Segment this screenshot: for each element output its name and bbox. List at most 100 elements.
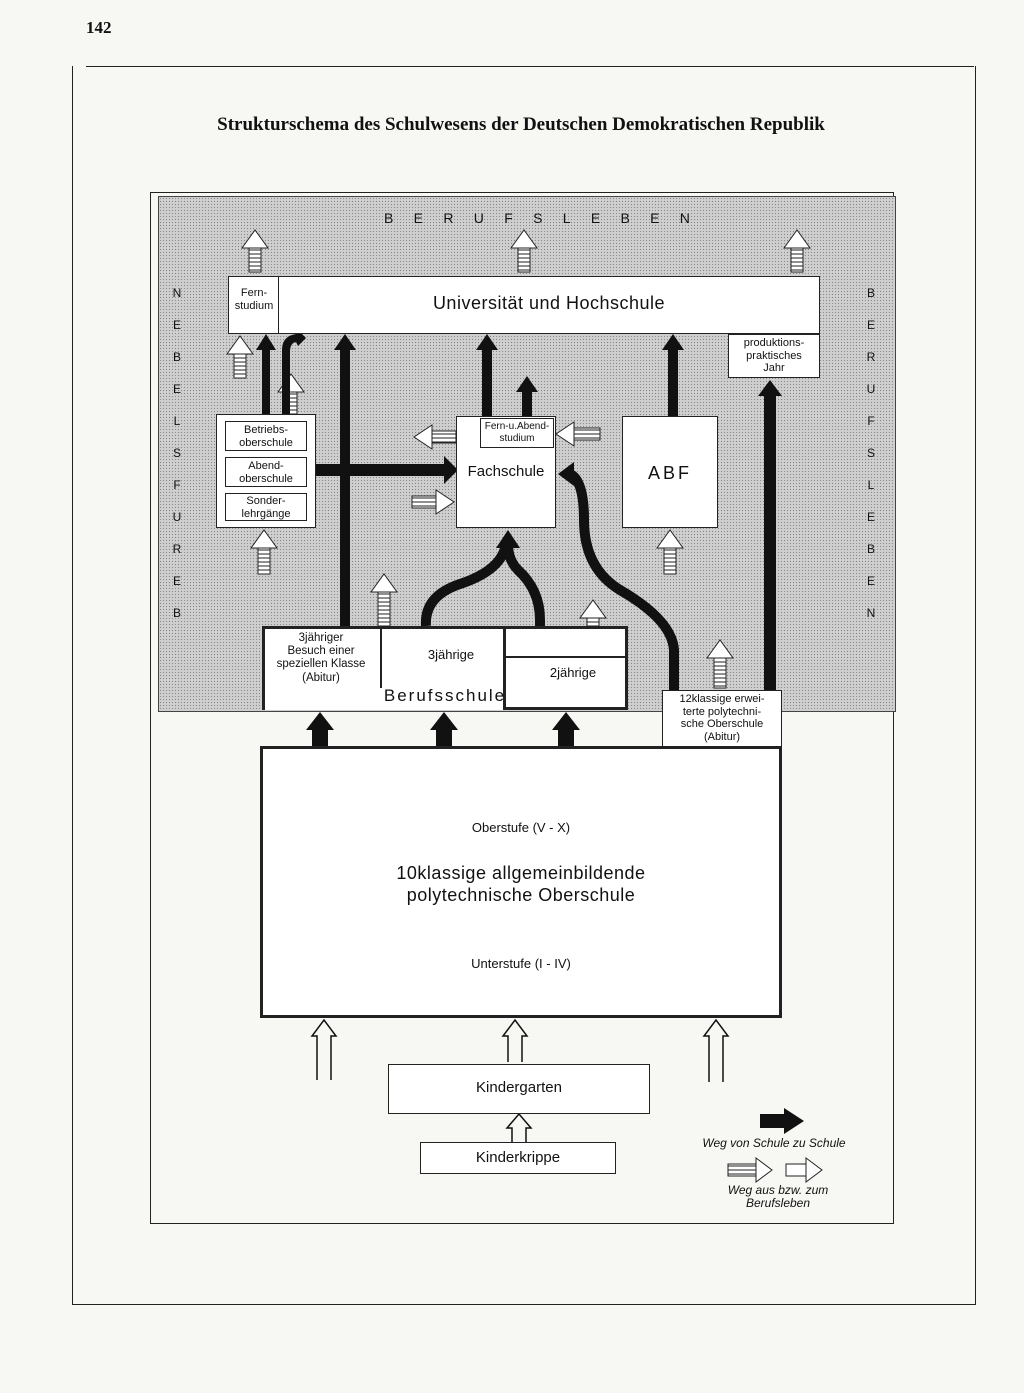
page-frame-top-rule [86,66,974,67]
fernstudium-label: Fern- studium [234,287,274,312]
sonderlehrgaenge-label: Sonder- lehrgänge [241,495,291,520]
hatched-arrow-icon [706,639,734,689]
edge-letter: U [473,210,484,226]
hatched-arrow-icon [277,373,305,415]
kinderkrippe-label: Kinderkrippe [475,1149,561,1166]
edge-letter: U [172,510,182,524]
edge-letter: E [866,318,875,332]
oberschule-title-line2: polytechnische Oberschule [406,885,636,905]
open-arrows [310,1018,730,1142]
fachschule-label: Fachschule [467,463,545,480]
top-edge-letters: B E R U F S L E B E N [384,210,690,226]
edge-letter: B [172,606,181,620]
berufsschule-step-line [504,656,628,658]
hatched-arrow-icon [250,529,278,575]
edge-letter: E [413,210,423,226]
abendoberschule-label: Abend- oberschule [239,460,293,485]
double-arrow-icon [505,1112,533,1142]
edge-letter: F [867,414,875,428]
edge-letter: E [172,382,181,396]
hatched-arrow-icon [413,424,457,450]
abf-box: ABF [622,416,718,528]
solid-arrow-icon [312,730,328,746]
solid-arrow-icon [522,390,532,416]
solid-arrow-icon [306,712,334,730]
legend-hatched-arrow-label: Weg aus bzw. zum Berufsleben [727,1183,829,1211]
solid-arrow-icon [436,730,452,746]
fern-abendstudium-box: Fern-u.Abend- studium [480,418,554,448]
universitaet-label: Universität und Hochschule [432,293,666,313]
produktionsjahr-box: produktions- praktisches Jahr [728,334,820,378]
berufsschule-3jaehrig-box [262,626,506,710]
zweijaehrige-label: 2jährige [549,665,597,680]
solid-arrow-icon [764,394,776,690]
edge-letter: B [172,350,181,364]
edge-letter: S [866,446,875,460]
hatched-arrow-icon [370,573,398,627]
edge-letter: E [590,210,601,226]
curved-solid-arrow-icon [567,469,679,690]
abendoberschule-box: Abend- oberschule [225,457,307,487]
solid-arrow-icon [316,464,446,476]
edge-letter: L [562,210,571,226]
edge-letter: R [172,542,182,556]
hatched-arrow-icon [226,335,254,379]
edge-letter: S [172,446,181,460]
berufsschule-label: Berufsschule [383,686,507,705]
spezielle-klasse-divider [380,628,382,688]
edge-letter: S [533,210,543,226]
dreijaehrige-label: 3jährige [427,647,475,662]
solid-arrow-icon [496,530,520,548]
edge-letter: U [866,382,876,396]
solid-arrow-icon [340,348,350,628]
edge-letter: E [866,574,875,588]
solid-arrow-icon [558,730,574,746]
fernstudium-box: Fern- studium [228,276,280,334]
solid-arrow-icon [758,380,782,396]
solid-arrow-icon [662,334,684,350]
sonderlehrgaenge-box: Sonder- lehrgänge [225,493,307,521]
solid-arrow-icon [282,330,306,414]
legend-hatched-arrow-icon [727,1157,823,1183]
edge-letter: E [172,574,181,588]
edge-letter: L [173,414,181,428]
universitaet-box: Universität und Hochschule [278,276,820,334]
hatched-arrow-icon [656,529,684,575]
page-frame [72,66,976,1305]
solid-arrow-icon [552,712,580,730]
solid-arrow-icon [476,334,498,350]
edge-letter: B [866,286,875,300]
hatched-arrow-icon [411,489,455,515]
fern-abendstudium-label: Fern-u.Abend- studium [484,421,550,444]
abendschulen-group-box: Betriebs- oberschule Abend- oberschule S… [216,414,316,528]
spezielle-klasse-label: 3jähriger Besuch einer speziellen Klasse… [276,632,366,684]
hatched-arrow-icon [555,421,601,447]
edge-letter: N [866,606,876,620]
kinderkrippe-box: Kinderkrippe [420,1142,616,1174]
edge-letter: R [866,350,876,364]
solid-arrow-icon [444,456,458,484]
edge-letter: B [384,210,394,226]
polytechnische-oberschule-box: Oberstufe (V - X) 10klassige allgemeinbi… [260,746,782,1018]
abf-label: ABF [647,463,692,483]
kindergarten-box: Kindergarten [388,1064,650,1114]
hatched-arrow-icon [510,229,538,273]
solid-arrow-icon [668,348,678,416]
solid-arrow-icon [558,462,574,486]
solid-arrows [256,330,782,746]
curved-solid-arrow-icon [503,543,545,654]
edge-letter: N [172,286,182,300]
edge-letter: N [679,210,690,226]
solid-arrow-icon [256,334,276,414]
edge-letter: E [650,210,660,226]
diagram-title: Strukturschema des Schulwesens der Deuts… [217,114,825,135]
solid-arrow-icon [430,712,458,730]
edge-letter: R [443,210,454,226]
curved-solid-arrow-icon [420,542,511,627]
edge-letter: E [866,510,875,524]
betriebsoberschule-box: Betriebs- oberschule [225,421,307,451]
solid-arrow-icon [482,348,492,416]
legend-solid-arrow-label: Weg von Schule zu Schule [702,1136,846,1150]
edge-letter: B [866,542,875,556]
